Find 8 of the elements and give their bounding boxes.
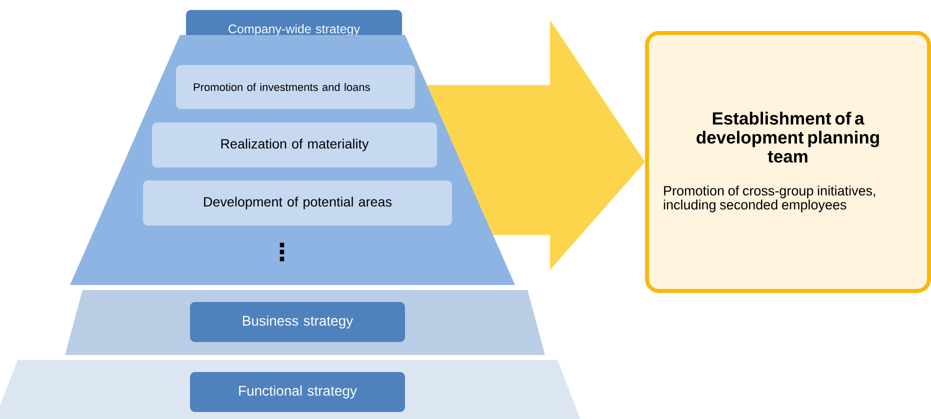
strategy-box: Promotion of investments and loans (176, 64, 415, 109)
block-arrow (427, 20, 645, 270)
strategy-box: Development of potential areas (143, 180, 452, 226)
strategy-box: Functional strategy (190, 372, 405, 412)
vertical-ellipsis: ⋮ (280, 242, 284, 262)
strategy-box: Realization of materiality (152, 122, 437, 168)
strategy-box: Business strategy (190, 302, 405, 342)
team-box: Establishment of a development planning team Promotion of cross-group initiatives, including seconded employees (645, 31, 931, 293)
